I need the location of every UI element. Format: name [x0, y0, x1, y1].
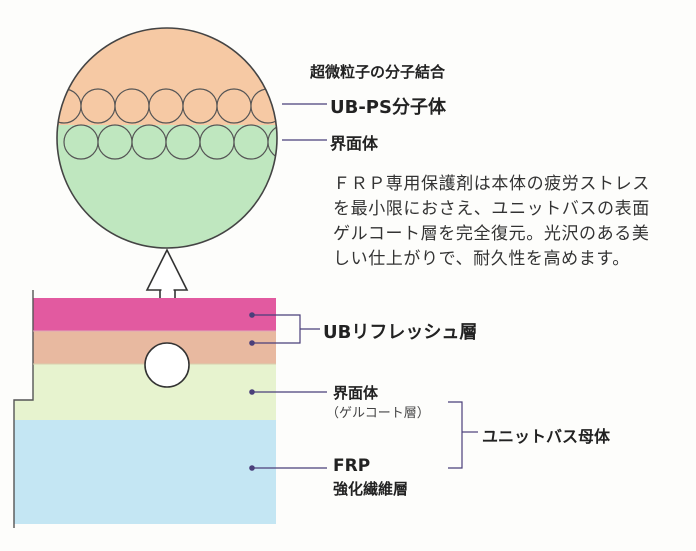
- interface-molecule: [131, 124, 167, 160]
- interface-molecule: [97, 124, 133, 160]
- ub-refresh-label: UBリフレッシュ層: [323, 322, 478, 343]
- interface-molecule: [199, 124, 235, 160]
- interface-bottom-label: 界面体: [333, 384, 379, 402]
- magnified-circle: [56, 27, 278, 249]
- gelcoat-label: （ゲルコート層）: [326, 406, 430, 421]
- ubps-label: UB-PS分子体: [330, 97, 446, 118]
- frp-label: FRP: [333, 456, 371, 476]
- gelcoat-layer: [14, 364, 276, 420]
- ubps-molecule: [57, 88, 82, 124]
- interface-molecule: [63, 124, 99, 160]
- interface-molecule: [267, 124, 277, 160]
- interface-top-label: 界面体: [330, 134, 379, 153]
- ubps-molecule: [114, 88, 150, 124]
- ubps-molecule: [80, 88, 116, 124]
- arrow-base-circle: [144, 342, 190, 388]
- fiber-layer-label: 強化繊維層: [333, 480, 409, 498]
- leader-lines: [252, 103, 478, 469]
- circle-title: 超微粒子の分子結合: [310, 63, 446, 81]
- description-text: ＦＲＰ専用保護剤は本体の疲労ストレスを最小限におさえ、ユニットバスの表面ゲルコー…: [333, 174, 650, 269]
- ubps-molecule: [216, 88, 252, 124]
- frp-layer: [14, 420, 276, 524]
- marker-dots: [249, 312, 255, 471]
- interface-molecule: [165, 124, 201, 160]
- pink-layer: [33, 298, 276, 331]
- unit-bath-base-label: ユニットバス母体: [482, 427, 611, 446]
- interface-molecule: [233, 124, 269, 160]
- ubps-molecule: [182, 88, 218, 124]
- ubps-molecule: [148, 88, 184, 124]
- layer-stack: [13, 290, 276, 528]
